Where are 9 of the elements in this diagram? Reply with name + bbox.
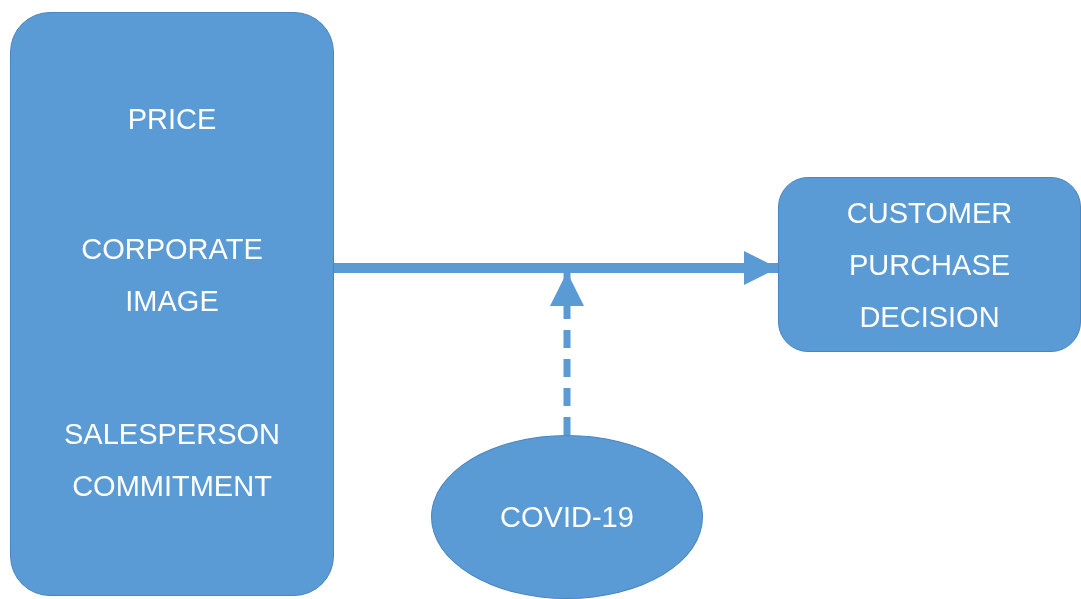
node-label: SALESPERSON COMMITMENT (63, 417, 281, 504)
factor-box (10, 12, 334, 596)
outcome-box (778, 177, 1081, 352)
node-label: CUSTOMER PURCHASE DECISION (845, 195, 1014, 335)
node-label: PRICE (126, 102, 218, 137)
arrow (550, 272, 584, 435)
node-label: COVID-19 (499, 500, 635, 535)
arrow (334, 251, 778, 285)
node-label: CORPORATE IMAGE (80, 232, 264, 319)
